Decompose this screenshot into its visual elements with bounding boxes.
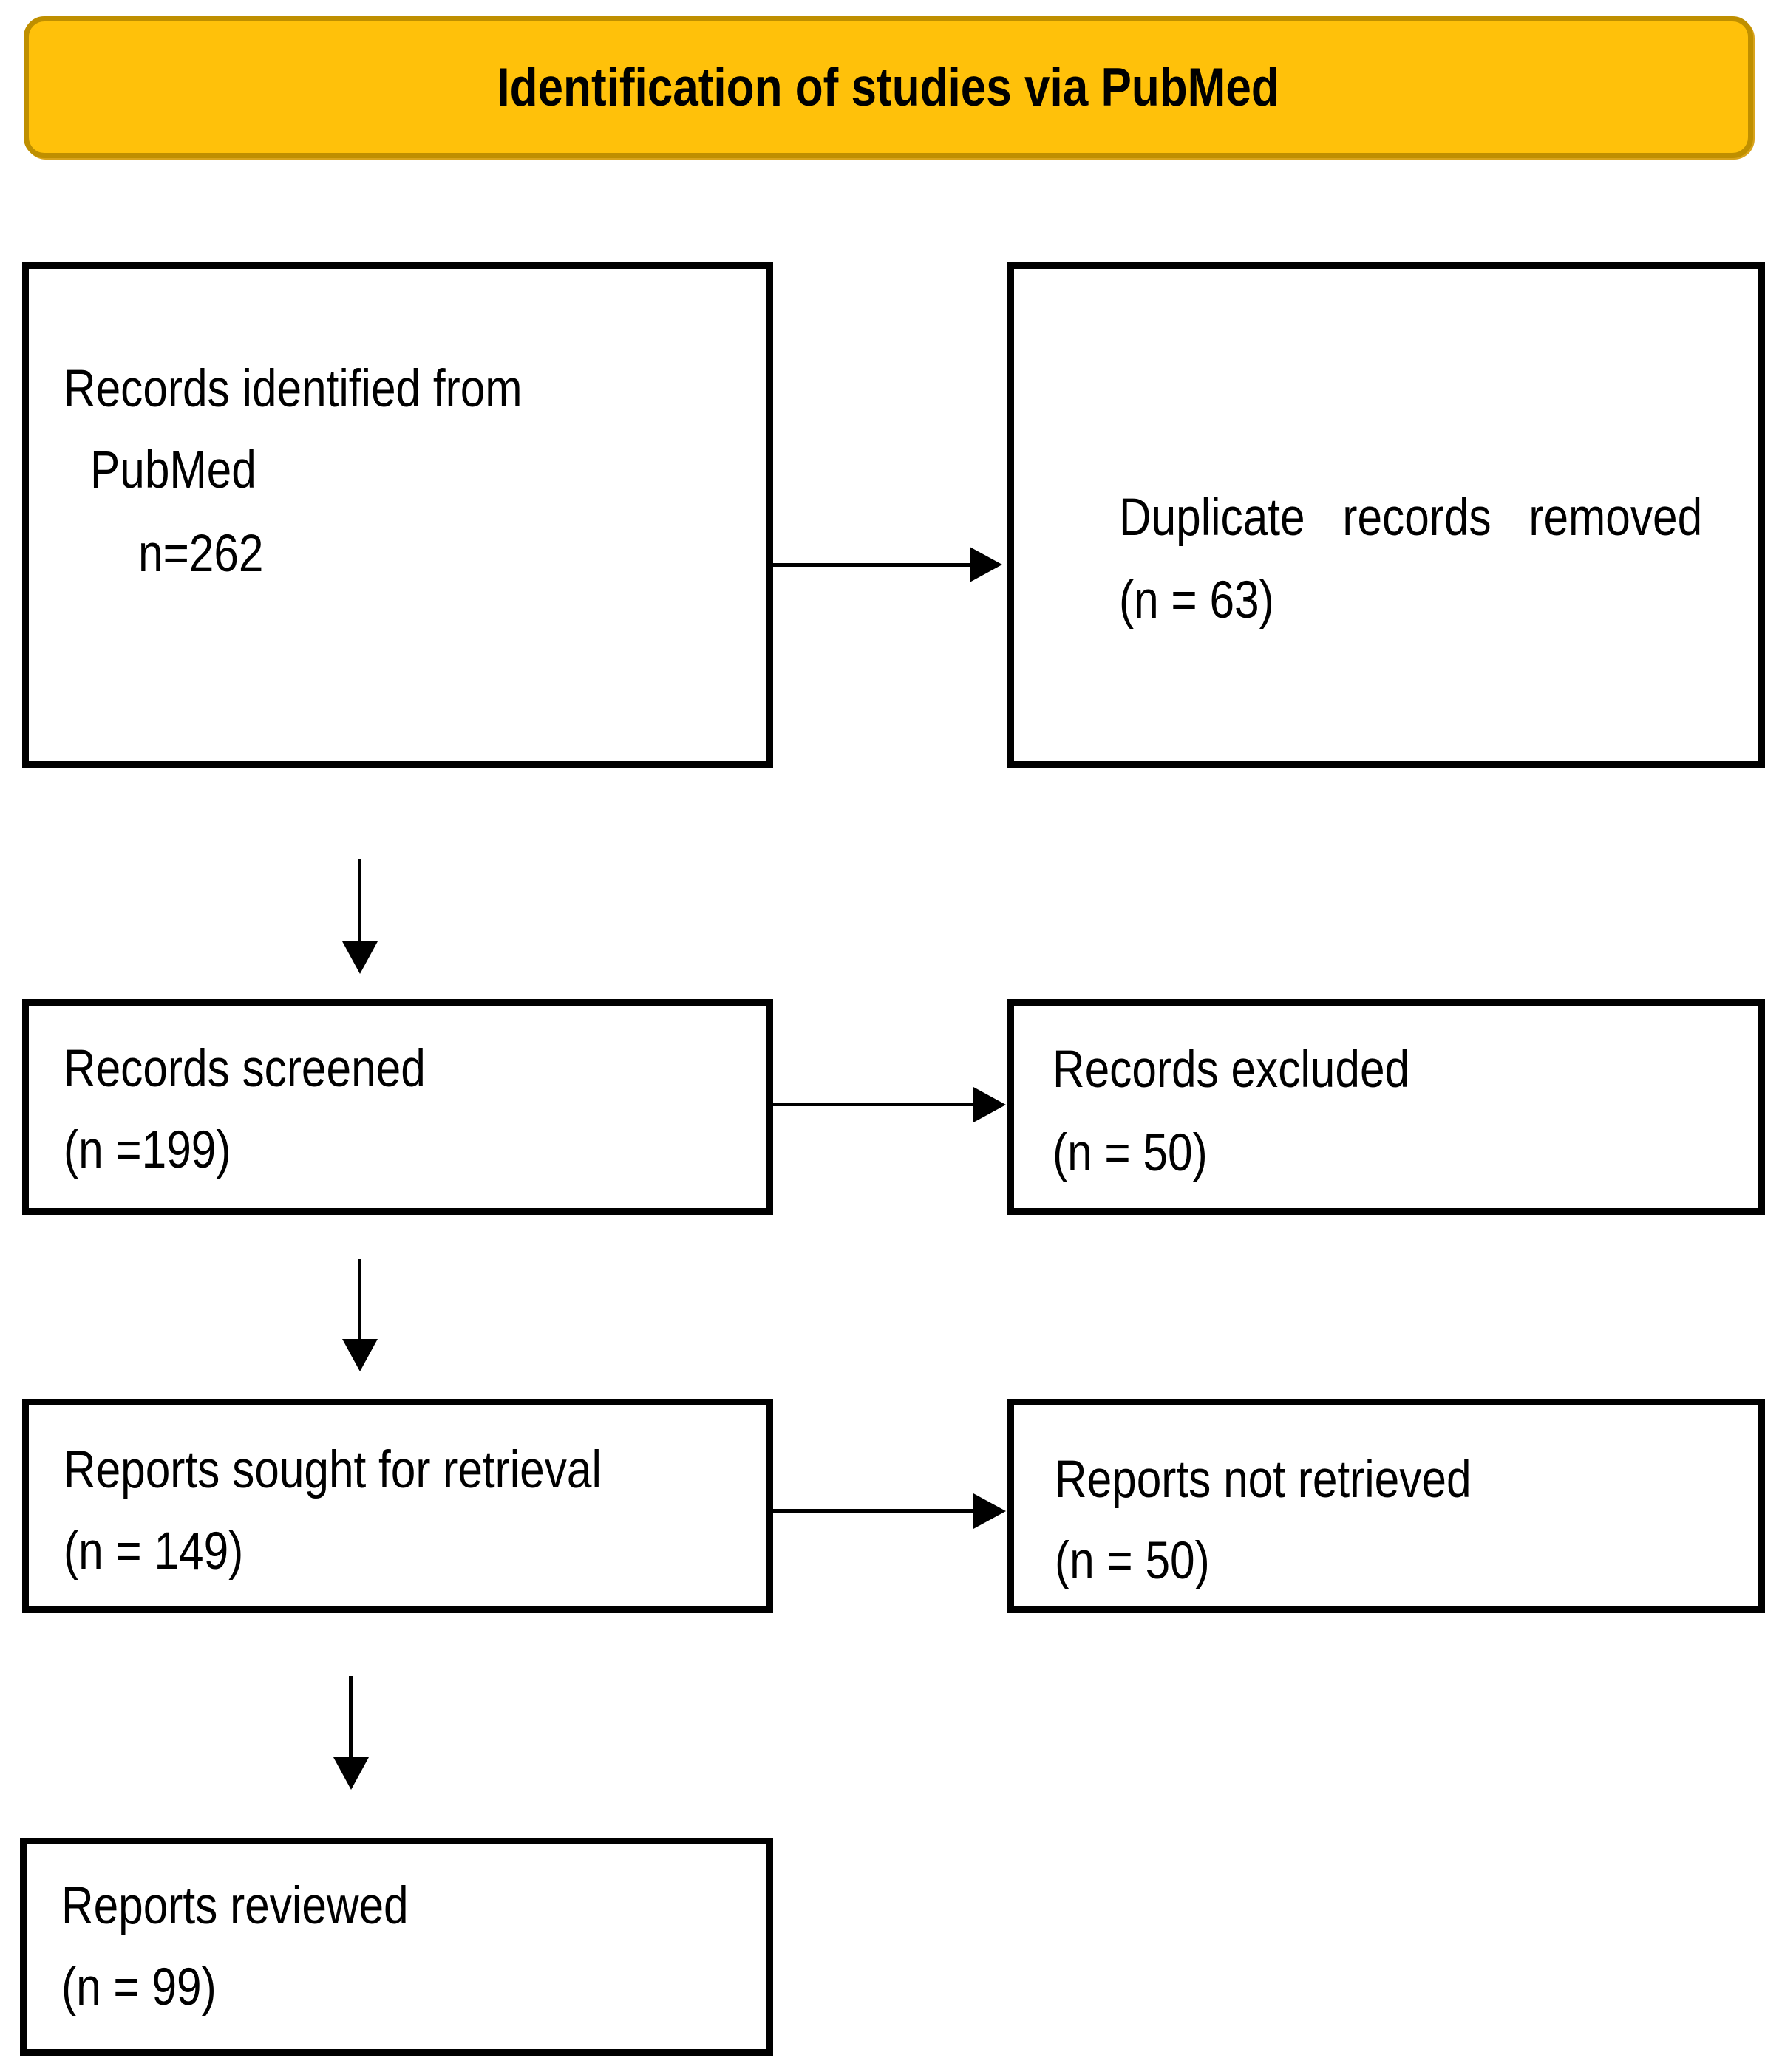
arrow-identified-to-screened-shaft [358, 859, 361, 943]
reports-not-retrieved-label: Reports not retrieved [1055, 1451, 1472, 1509]
records-excluded-count: (n = 50) [1052, 1124, 1208, 1182]
arrow-screened-to-excluded-shaft [773, 1103, 974, 1106]
arrow-screened-to-sought-shaft [358, 1259, 361, 1340]
arrow-identified-to-duplicates-shaft [773, 563, 970, 567]
arrow-sought-to-reviewed-shaft [349, 1676, 353, 1759]
title-banner: Identification of studies via PubMed [24, 16, 1753, 158]
diagram-title: Identification of studies via PubMed [497, 57, 1280, 117]
box-records-identified: Records identified from PubMed n=262 [22, 262, 773, 768]
box-reports-sought: Reports sought for retrieval (n = 149) [22, 1399, 773, 1613]
duplicates-removed-label: Duplicate records removed [1119, 488, 1703, 547]
reports-sought-count: (n = 149) [64, 1522, 244, 1581]
box-records-excluded: Records excluded (n = 50) [1007, 999, 1765, 1215]
arrow-identified-to-duplicates-head [970, 547, 1002, 582]
reports-not-retrieved-count: (n = 50) [1055, 1532, 1210, 1590]
arrow-sought-to-not-retrieved-head [973, 1493, 1006, 1529]
arrow-sought-to-reviewed-head [333, 1757, 369, 1790]
records-identified-line2: PubMed [90, 441, 256, 500]
records-screened-count: (n =199) [64, 1121, 231, 1179]
records-screened-label: Records screened [64, 1040, 426, 1098]
arrow-sought-to-not-retrieved-shaft [773, 1509, 974, 1513]
reports-reviewed-label: Reports reviewed [61, 1877, 409, 1935]
arrow-screened-to-excluded-head [973, 1087, 1006, 1122]
reports-sought-label: Reports sought for retrieval [64, 1441, 602, 1499]
reports-reviewed-count: (n = 99) [61, 1958, 217, 2017]
box-reports-reviewed: Reports reviewed (n = 99) [20, 1838, 773, 2056]
box-duplicates-removed: Duplicate records removed (n = 63) [1007, 262, 1765, 768]
arrow-screened-to-sought-head [342, 1339, 378, 1371]
records-identified-count: n=262 [138, 525, 264, 583]
duplicates-removed-count: (n = 63) [1119, 571, 1274, 630]
arrow-identified-to-screened-head [342, 941, 378, 974]
box-records-screened: Records screened (n =199) [22, 999, 773, 1215]
records-identified-line1: Records identified from [64, 360, 523, 418]
box-reports-not-retrieved: Reports not retrieved (n = 50) [1007, 1399, 1765, 1613]
records-excluded-label: Records excluded [1052, 1040, 1410, 1099]
